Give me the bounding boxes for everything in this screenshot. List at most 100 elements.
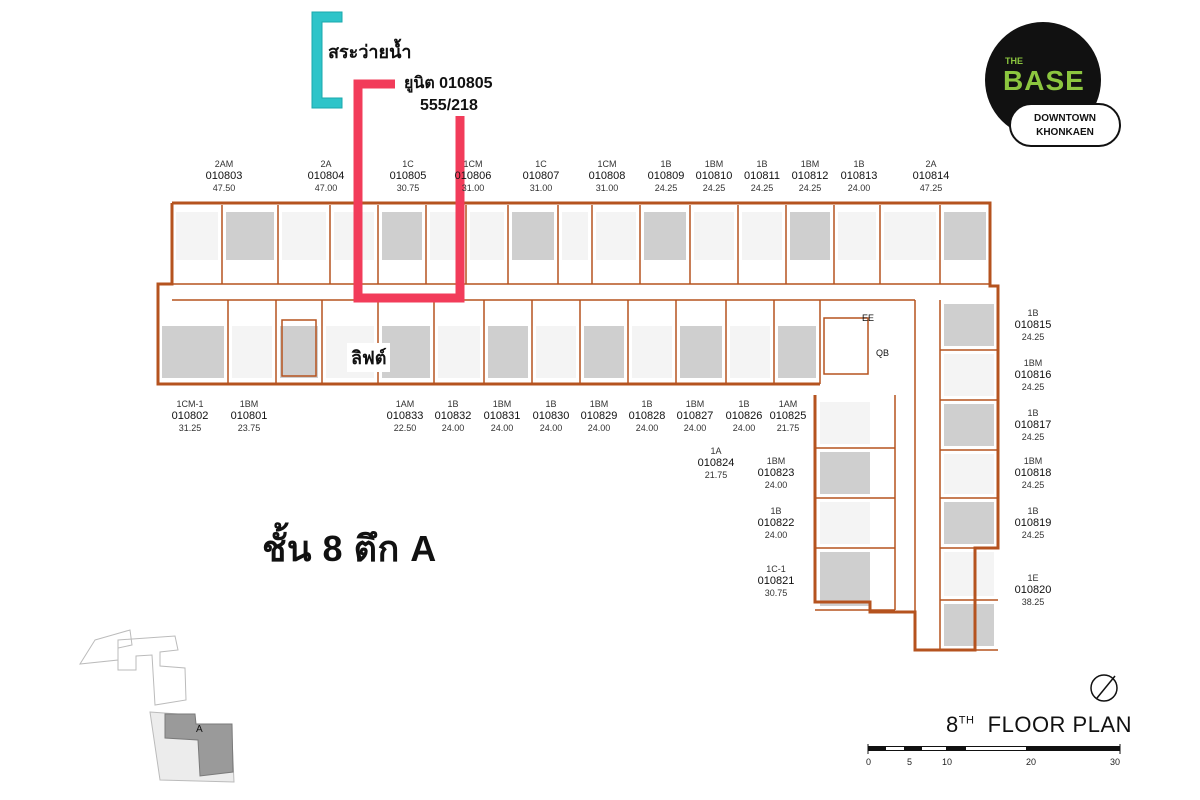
room-east [944,552,994,596]
unit-area: 30.75 [764,588,788,598]
unit-type: 1BM [800,159,820,169]
unit-type: 1B [1027,408,1039,418]
room-tag-ee: EE [862,313,875,323]
unit-area: 24.00 [683,423,707,433]
unit-code: 010813 [840,170,878,182]
logo-location-pill: DOWNTOWN KHONKAEN [1009,103,1121,147]
unit-area: 24.00 [732,423,756,433]
unit-code: 010802 [171,410,209,422]
unit-code: 010815 [1014,319,1052,331]
unit-type: 1BM [685,399,705,409]
room-east-left [820,552,870,606]
room-top [838,212,876,260]
unit-type: 1B [1027,506,1039,516]
unit-area: 31.25 [178,423,202,433]
unit-type: 1B [853,159,865,169]
room-bottom [438,326,480,378]
unit-callout-number: ยูนิต 010805 [404,75,493,92]
key-map-building-label: A [196,724,203,735]
unit-type: 1B [641,399,653,409]
room-top [382,212,422,260]
room-top [226,212,274,260]
unit-area: 24.25 [750,183,774,193]
unit-code: 010833 [386,410,424,422]
unit-code: 010812 [791,170,829,182]
logo-line2: KHONKAEN [1036,127,1094,138]
rooms-layer [162,212,994,646]
unit-code: 010806 [454,170,492,182]
unit-code: 010807 [522,170,560,182]
unit-type: 1AM [395,399,415,409]
unit-area: 31.00 [461,183,485,193]
north-arrow-icon [1090,674,1118,702]
unit-code: 010822 [757,517,795,529]
top-wing-outline [172,201,1000,300]
room-top [596,212,636,260]
unit-area: 24.00 [441,423,465,433]
unit-type: 1B [738,399,750,409]
room-east [944,304,994,346]
pool-marker [311,11,343,109]
unit-callout-address: 555/218 [420,97,478,114]
unit-code: 010823 [757,467,795,479]
room-top [176,212,218,260]
room-bottom [632,326,672,378]
unit-type: 1BM [239,399,259,409]
unit-code: 010827 [676,410,714,422]
unit-code: 010819 [1014,517,1052,529]
unit-type: 1B [756,159,768,169]
room-top [884,212,936,260]
unit-area: 24.25 [1021,382,1045,392]
floor-plan-title-sup: TH [958,714,975,727]
unit-marker [353,79,465,303]
unit-area: 38.25 [1021,597,1045,607]
unit-code: 010810 [695,170,733,182]
scale-tick-10: 10 [942,757,953,767]
unit-type: 1BM [704,159,724,169]
walls-layer [156,201,1000,652]
room-top [470,212,504,260]
room-east [944,354,994,396]
unit-area: 21.75 [776,423,800,433]
unit-code: 010816 [1014,369,1052,381]
room-east-left [820,402,870,444]
scale-tick-0: 0 [866,757,872,767]
unit-code: 010829 [580,410,618,422]
unit-code: 010804 [307,170,345,182]
floor-plan-title-rest: FLOOR PLAN [987,712,1133,737]
unit-type: 1CM-1 [176,399,204,409]
floor-building-title: ชั้น 8 ตึก A [262,528,437,569]
unit-code: 010832 [434,410,472,422]
floor-plan-title: 8TH FLOOR PLAN [946,712,1132,738]
unit-area: 31.00 [595,183,619,193]
room-bottom [536,326,576,378]
unit-type: 1BM [589,399,609,409]
unit-area: 47.50 [212,183,236,193]
room-tag-qb: QB [876,348,890,358]
unit-area: 24.00 [635,423,659,433]
unit-area: 30.75 [396,183,420,193]
room-bottom [778,326,816,378]
room-east [944,454,994,494]
unit-type: 1BM [1023,358,1043,368]
unit-area: 24.00 [539,423,563,433]
unit-code: 010831 [483,410,521,422]
room-bottom [488,326,528,378]
